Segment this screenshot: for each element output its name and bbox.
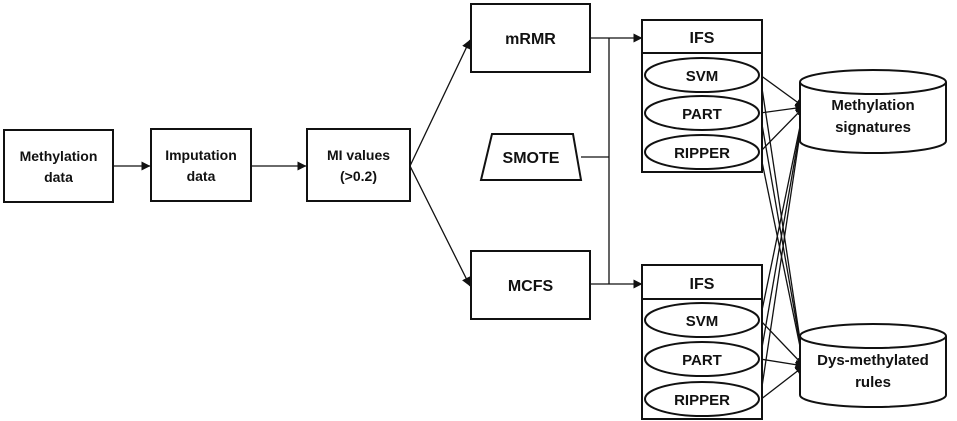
smote-label: SMOTE xyxy=(503,150,560,167)
mrmr-box: mRMR xyxy=(470,3,591,73)
imputation-data-line2: data xyxy=(187,168,216,184)
arrow-top-ripper-to-rules xyxy=(759,151,807,367)
mcfs-label: MCFS xyxy=(508,278,554,295)
mi-values-line2: (>0.2) xyxy=(340,168,377,184)
ifs-bottom-ripper-ellipse xyxy=(644,381,760,417)
mi-values-line1: MI values xyxy=(327,147,390,163)
dys-methylated-rules-cylinder: Dys-methylated rules xyxy=(799,323,947,408)
ifs-top-ripper-label: RIPPER xyxy=(674,145,730,162)
arrow-top-ripper-to-signatures xyxy=(759,106,805,153)
methylation-data-box: Methylation data xyxy=(3,129,114,203)
ifs-top-svm-ellipse xyxy=(644,57,760,93)
arrow-top-svm-to-rules xyxy=(759,74,808,367)
ifs-top-title: IFS xyxy=(690,30,715,47)
methylation-signatures-line2: signatures xyxy=(835,119,911,136)
ifs-top-part-label: PART xyxy=(682,106,722,123)
arrow-bottom-part-to-signatures xyxy=(759,106,807,360)
ifs-top-ripper-ellipse xyxy=(644,134,760,170)
methylation-signatures-line1: Methylation xyxy=(831,97,914,114)
ifs-top-part-ellipse xyxy=(644,95,760,131)
ifs-bottom-title: IFS xyxy=(690,276,715,293)
ifs-bottom-part-label: PART xyxy=(682,352,722,369)
mrmr-label: mRMR xyxy=(505,31,556,48)
methylation-signatures-cylinder: Methylation signatures xyxy=(799,69,947,154)
mi-values-box: MI values (>0.2) xyxy=(306,128,411,202)
ifs-bottom-part-ellipse xyxy=(644,341,760,377)
arrow-bottom-ripper-to-rules xyxy=(759,365,805,401)
arrow-top-svm-to-signatures xyxy=(759,74,805,108)
methylation-data-line1: Methylation xyxy=(20,148,98,164)
ifs-bottom-svm-label: SVM xyxy=(686,313,719,330)
ifs-top-svm-label: SVM xyxy=(686,68,719,85)
arrow-bottom-svm-to-rules xyxy=(759,319,805,367)
ifs-panel-top: IFS SVM PART RIPPER xyxy=(641,19,763,173)
ifs-bottom-svm-ellipse xyxy=(644,302,760,338)
ifs-bottom-ripper-label: RIPPER xyxy=(674,392,730,409)
ifs-panel-bottom: IFS SVM PART RIPPER xyxy=(641,264,763,420)
imputation-data-box: Imputation data xyxy=(150,128,252,202)
dys-methylated-rules-line2: rules xyxy=(855,374,891,391)
arrow-mi-to-mrmr xyxy=(409,39,471,167)
arrow-bottom-svm-to-signatures xyxy=(759,106,807,321)
arrow-bottom-ripper-to-signatures xyxy=(759,106,808,401)
connectors xyxy=(113,33,808,401)
smote-trapezoid: SMOTE xyxy=(479,133,583,181)
arrow-top-part-to-rules xyxy=(759,112,808,367)
dys-methylated-rules-line1: Dys-methylated xyxy=(817,352,929,369)
methylation-data-line2: data xyxy=(44,169,73,185)
arrow-bottom-part-to-rules xyxy=(759,358,805,370)
mcfs-box: MCFS xyxy=(470,250,591,320)
imputation-data-line1: Imputation xyxy=(165,147,237,163)
arrow-mi-to-mcfs xyxy=(409,165,471,287)
arrow-top-part-to-signatures xyxy=(759,103,805,114)
